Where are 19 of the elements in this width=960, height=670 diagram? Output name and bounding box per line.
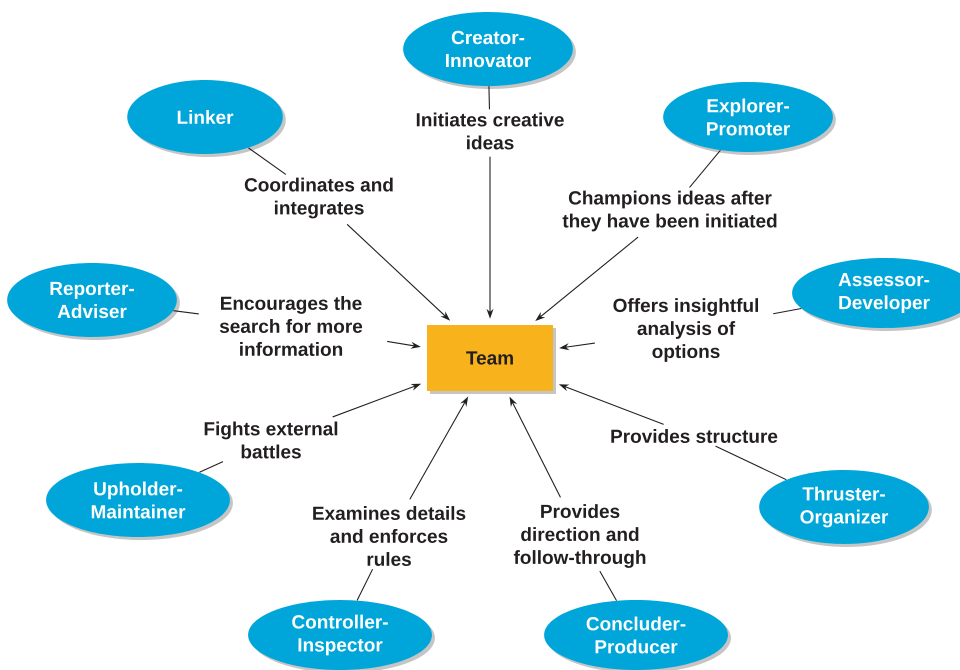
role-description: Champions ideas after they have been initiated	[562, 190, 776, 232]
role-description: Fights external battles	[204, 422, 338, 458]
connector-line	[599, 570, 618, 601]
team-box: Team	[427, 325, 556, 394]
connector-line	[715, 446, 787, 480]
role-description: Offers insightful analysis of options	[613, 298, 758, 362]
connector-line	[199, 461, 224, 473]
role-description: Initiates creative ideas	[416, 112, 564, 150]
connector-line	[689, 150, 721, 188]
role-description: Examines details and enforces rules	[313, 506, 466, 566]
connector-line	[773, 308, 802, 314]
role-description: Provides direction and follow-through	[514, 504, 646, 568]
connector-line	[488, 86, 490, 110]
connector-line	[248, 147, 286, 175]
connector-line	[356, 568, 374, 601]
connector-line	[173, 310, 199, 315]
role-description: Coordinates and integrates	[244, 178, 393, 218]
role-description: Encourages the search for more information	[220, 296, 362, 356]
role-description: Provides structure	[611, 429, 778, 443]
